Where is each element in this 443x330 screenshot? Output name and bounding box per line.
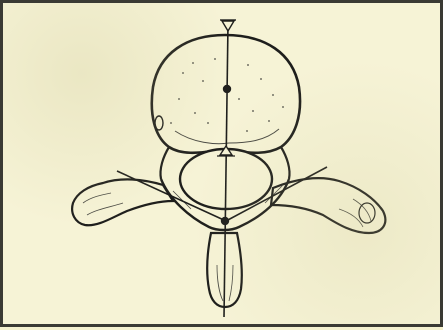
right-pedicle: [281, 147, 290, 179]
left-transverse-process: [72, 179, 173, 225]
right-transverse-process: [271, 178, 385, 233]
lamina-intersection-dot: [221, 217, 229, 225]
vertebra-diagram: [3, 3, 443, 330]
left-pedicle: [160, 147, 169, 179]
top-triangle-marker: [222, 21, 234, 31]
body-center-dot: [223, 85, 231, 93]
